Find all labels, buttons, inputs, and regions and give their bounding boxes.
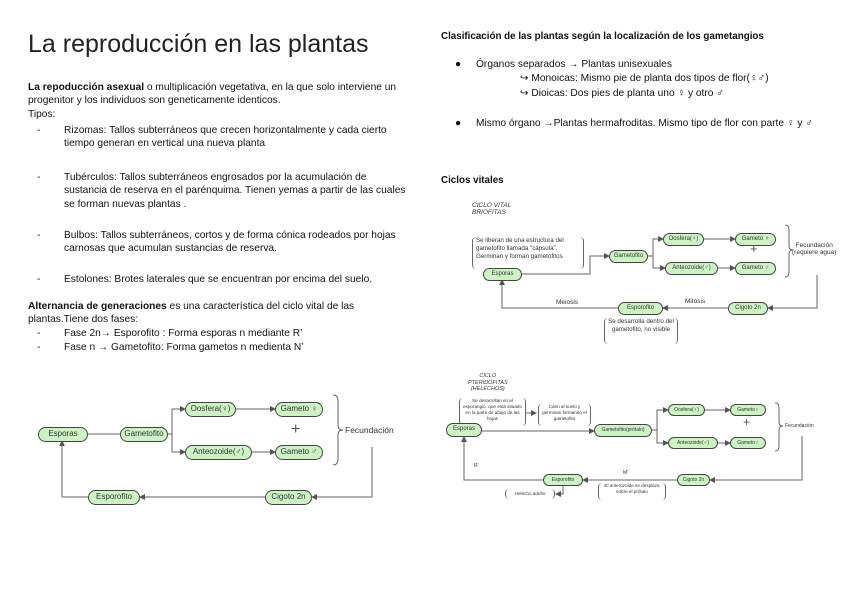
note-esporofito-briofitas: Se desarrolla dentro del gametofito, no … xyxy=(604,318,678,344)
label-fecundacion: Fecundación xyxy=(785,423,814,429)
node-gameto-male: Gameto ♂ xyxy=(735,262,776,275)
label-fecundacion: Fecundación xyxy=(345,425,394,435)
node-gameto-female: Gameto ♀ xyxy=(275,402,323,417)
node-cigoto: Cigoto 2n xyxy=(265,490,312,505)
node-esporofito: Esporofito xyxy=(618,302,663,315)
node-gameto-male: Gameto ♂ xyxy=(275,445,323,460)
note-esporas-briofitas: Se liberan de una estructura del gametof… xyxy=(472,237,584,269)
node-oosfera: Oosfera(♀) xyxy=(663,233,704,246)
list-item: -Estolones: Brotes laterales que se encu… xyxy=(37,274,373,285)
bullet-mismo-organo: Mismo órgano →Plantas hermafroditas. Mis… xyxy=(476,118,813,129)
bullet-dot: ● xyxy=(455,59,462,70)
node-gametofito: Gametofito(prótalo) xyxy=(594,424,652,437)
node-gametofito: Gametofito xyxy=(609,250,648,263)
node-oosfera: Oosfera(♀) xyxy=(668,404,705,416)
node-oosfera: Oosfera(♀) xyxy=(185,402,236,417)
clasificacion-heading: Clasificación de las plantas según la lo… xyxy=(441,31,764,42)
node-cigoto: Cigoto 2n xyxy=(677,474,710,486)
plus-sign: + xyxy=(750,241,758,256)
note-esporas-pteridofitas: Se desarrollan en el esporangio, que est… xyxy=(459,398,526,426)
note-caen: Caen al suelo y germinan formando el gam… xyxy=(538,404,591,426)
note-cigoto: El anterozoide se desplaza sobre el prót… xyxy=(598,483,666,500)
alternancia-bold: Alternancia de generaciones xyxy=(28,301,167,312)
node-esporas: Esporas xyxy=(38,427,88,442)
node-esporofito: Esporofito xyxy=(543,474,583,486)
plus-sign: + xyxy=(743,415,751,429)
node-esporas: Esporas xyxy=(483,268,522,281)
node-anteozoide: Anteozoide(♂) xyxy=(665,262,718,275)
label-meiosis: Meiosis xyxy=(556,299,579,306)
sub-dioicas: ↪ Dioicas: Dos pies de planta uno ♀ y ot… xyxy=(520,88,724,99)
asexual-paragraph: La repoducción asexual o multiplicación … xyxy=(28,81,398,121)
sub-monoicas: ↪ Monoicas: Mismo pie de planta dos tipo… xyxy=(520,73,769,84)
alternancia-paragraph: Alternancia de generaciones es una carac… xyxy=(28,301,355,326)
list-item: -Bulbos: Tallos subterráneos, cortos y d… xyxy=(37,230,396,255)
list-item: -Fase 2n→ Esporofito : Forma esporas n m… xyxy=(37,328,303,339)
node-gameto-female: Gameto ♀ xyxy=(735,233,776,246)
plus-sign: + xyxy=(291,421,301,438)
list-item: -Fase n → Gametofito: Forma gametos n me… xyxy=(37,342,304,353)
label-mitosis: Mitosis xyxy=(685,298,706,305)
asexual-text: o multiplicación vegetativa, en la que s… xyxy=(28,82,397,107)
list-item: -Rizomas: Tallos subterráneos que crecen… xyxy=(37,125,387,150)
ciclos-heading: Ciclos vitales xyxy=(441,175,504,186)
bullet-dot: ● xyxy=(455,118,462,129)
node-anteozoide: Anteozoide(♂) xyxy=(668,437,718,449)
tipos-label: Tipos: xyxy=(28,108,56,120)
node-esporofito: Esporofito xyxy=(88,490,140,505)
label-m: M' xyxy=(623,470,629,476)
node-cigoto: Cigoto 2n xyxy=(728,302,768,315)
node-gameto-female: Gameto♀ xyxy=(730,404,766,416)
label-fecundacion: Fecundación(requiere agua) xyxy=(792,242,837,256)
node-gameto-male: Gameto♂ xyxy=(730,437,766,449)
node-esporas: Esporas xyxy=(446,423,482,437)
node-gametofito: Gametofito xyxy=(120,427,168,442)
note-esporofito: Helecho adulto xyxy=(505,489,555,499)
list-item: -Tubérculos: Tallos subterráneos engrosa… xyxy=(37,172,406,210)
label-r: R' xyxy=(474,463,479,469)
asexual-bold: La repoducción asexual xyxy=(28,82,145,93)
bullet-organos-separados: Órganos separados → Plantas unisexuales xyxy=(476,59,672,70)
node-anteozoide: Anteozoide(♂) xyxy=(185,445,252,460)
page-title: La reproducción en las plantas xyxy=(28,30,369,58)
